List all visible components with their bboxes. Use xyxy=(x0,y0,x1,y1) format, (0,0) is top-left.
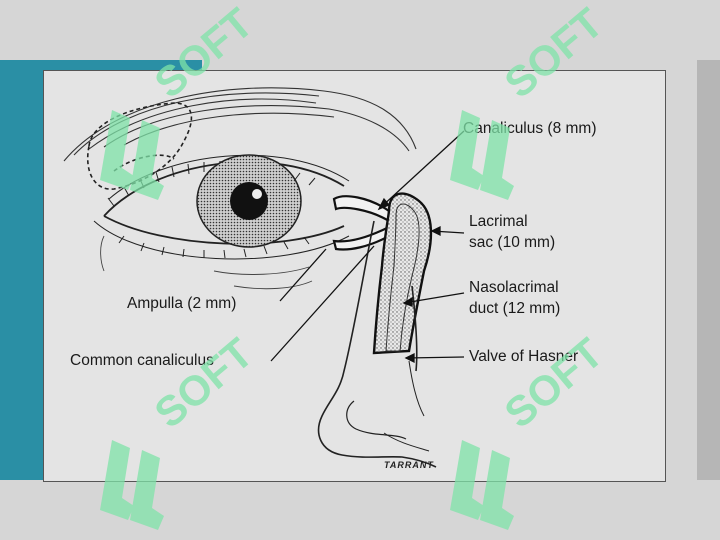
label-ampulla: Ampulla (2 mm) xyxy=(127,295,237,312)
pupil xyxy=(230,182,268,220)
label-canaliculus: Canaliculus (8 mm) xyxy=(463,120,597,137)
artist-signature: TARRANT xyxy=(384,460,434,470)
eyebrow xyxy=(63,87,417,162)
label-common-canaliculus: Common canaliculus xyxy=(70,352,214,369)
nose xyxy=(317,220,437,468)
leader-lines xyxy=(270,130,465,364)
label-nasolacrimal-line1: Nasolacrimal xyxy=(469,279,559,296)
label-lacrimal-sac-line2: sac (10 mm) xyxy=(469,234,556,251)
label-valve-of-hasner: Valve of Hasner xyxy=(469,348,579,365)
lacrimal-system-figure: Canaliculus (8 mm) Lacrimal sac (10 mm) … xyxy=(43,70,666,482)
label-nasolacrimal-line2: duct (12 mm) xyxy=(469,300,561,317)
label-lacrimal-sac-line1: Lacrimal xyxy=(469,213,528,230)
grey-side-bar xyxy=(697,60,720,480)
